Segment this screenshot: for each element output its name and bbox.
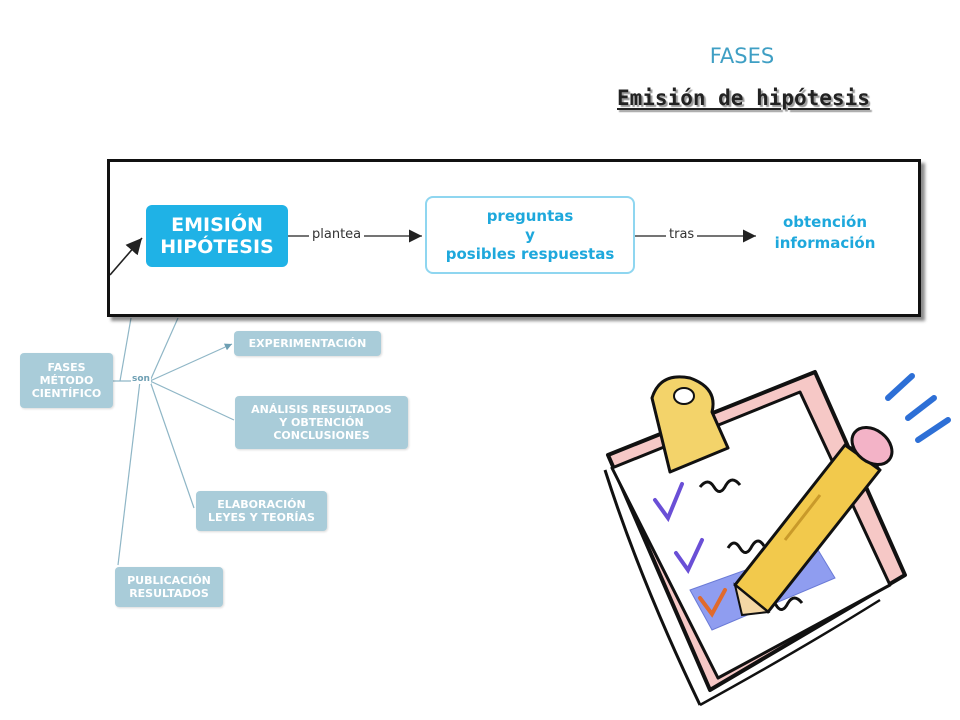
node-label-line: información (774, 234, 876, 252)
node-obtencion-informacion[interactable]: obtención información (760, 212, 890, 254)
node-emision-hipotesis[interactable]: EMISIÓN HIPÓTESIS (146, 205, 288, 267)
node-label-line: RESULTADOS (129, 587, 209, 600)
node-label-line: HIPÓTESIS (160, 236, 274, 258)
node-label-line: posibles respuestas (445, 244, 615, 263)
node-label-line: Y OBTENCIÓN (279, 416, 364, 429)
node-elaboracion-leyes[interactable]: ELABORACIÓN LEYES Y TEORÍAS (196, 491, 327, 531)
link-label-plantea: plantea (309, 227, 365, 242)
page-subtitle: Emisión de hipótesis (617, 86, 870, 110)
node-fases-metodo-cientifico[interactable]: FASES MÉTODO CIENTÍFICO (20, 353, 113, 408)
link-label-tras: tras (666, 227, 698, 242)
node-label-line: PUBLICACIÓN (127, 574, 211, 587)
node-preguntas-respuestas[interactable]: preguntas y posibles respuestas (425, 196, 635, 274)
node-label-line: ANÁLISIS RESULTADOS (251, 403, 392, 416)
node-label-line: FASES (47, 361, 86, 374)
node-label-line: MÉTODO (39, 374, 94, 387)
node-label-line: CIENTÍFICO (31, 387, 102, 400)
page-title: FASES (709, 44, 775, 68)
node-label-line: EXPERIMENTACIÓN (248, 337, 367, 350)
node-experimentacion[interactable]: EXPERIMENTACIÓN (234, 331, 381, 356)
node-label-line: preguntas (486, 206, 574, 225)
node-publicacion-resultados[interactable]: PUBLICACIÓN RESULTADOS (115, 567, 223, 607)
connector-label-son: son (131, 374, 151, 384)
node-label-line: obtención (782, 213, 868, 231)
emision-hipotesis-detail-panel: EMISIÓN HIPÓTESIS plantea preguntas y po… (107, 159, 921, 317)
node-label-line: LEYES Y TEORÍAS (208, 511, 315, 524)
node-label-line: ELABORACIÓN (217, 498, 306, 511)
node-label-line: EMISIÓN (171, 214, 263, 236)
node-label-line: y (525, 225, 535, 244)
node-analisis-resultados[interactable]: ANÁLISIS RESULTADOS Y OBTENCIÓN CONCLUSI… (235, 396, 408, 449)
node-label-line: CONCLUSIONES (273, 429, 370, 442)
